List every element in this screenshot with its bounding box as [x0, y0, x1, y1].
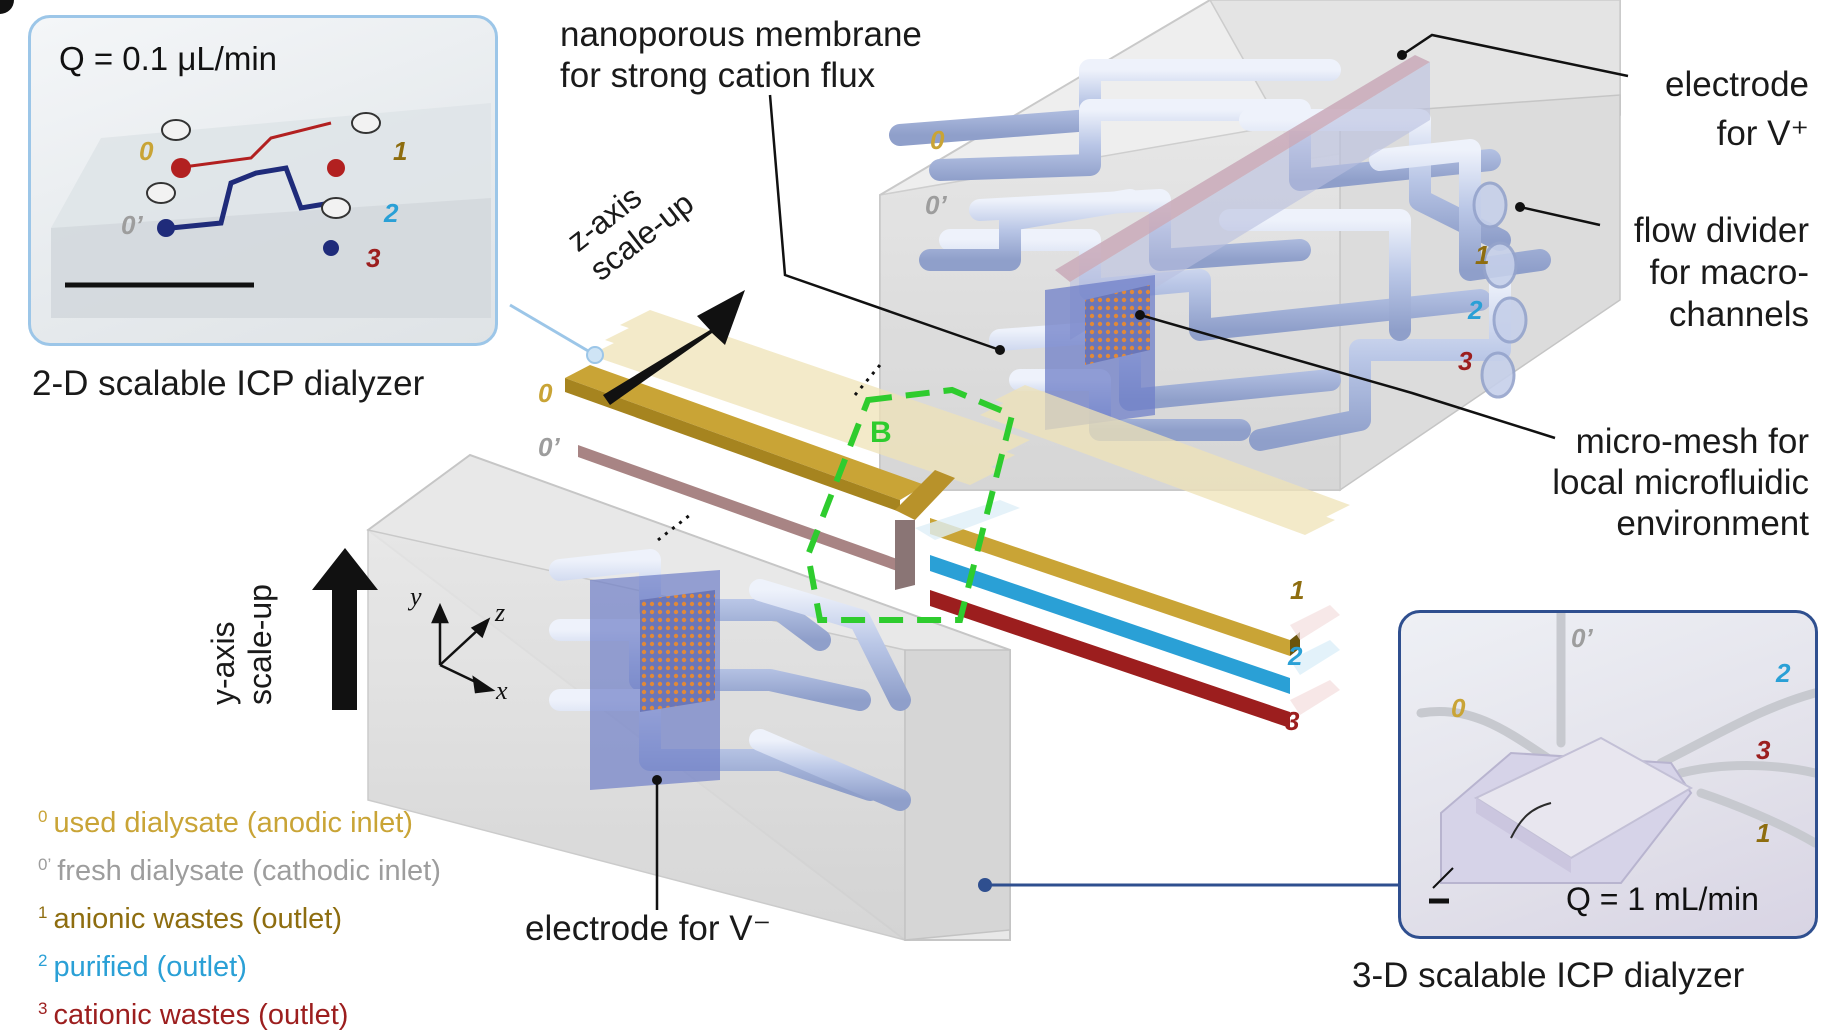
port-label-0p: 0’ — [121, 210, 143, 240]
bottom-block-micro-mesh — [640, 590, 715, 712]
stack-num-2: 2 — [1288, 641, 1303, 671]
connector-line-2d — [509, 303, 596, 357]
port-label-3-3d: 3 — [1756, 735, 1771, 765]
detail-box-b — [804, 386, 1016, 623]
top-block-num-2: 2 — [1468, 295, 1483, 325]
legend-id-1: 1 — [38, 903, 48, 922]
label-micro-mesh-line2: local microfluidic — [1552, 463, 1809, 502]
stack-top-ribbons — [590, 310, 1350, 535]
top-block-num-0: 0 — [930, 125, 945, 155]
label-electrode-plus-line2: for V⁺ — [1716, 114, 1809, 153]
flow-rate-3d: Q = 1 mL/min — [1566, 881, 1759, 917]
legend-item-0: 0 used dialysate (anodic inlet) — [38, 796, 441, 844]
label-y-axis-line1: y-axis — [205, 621, 241, 705]
label-electrode-minus: electrode for V⁻ — [525, 909, 772, 948]
port-label-0: 0 — [139, 136, 154, 166]
legend-item-2: 2 purified (outlet) — [38, 940, 441, 988]
legend-item-0p: 0’ fresh dialysate (cathodic inlet) — [38, 844, 441, 892]
port-label-0-3d: 0 — [1451, 693, 1466, 723]
top-block-num-1: 1 — [1475, 240, 1490, 270]
channel-2 — [930, 555, 1290, 694]
connector-dot-2d — [586, 346, 604, 364]
panel-3d-photo: 0’ 2 0 3 1 Q = 1 mL/min — [1398, 610, 1818, 939]
legend-text-3: cationic wastes (outlet) — [53, 999, 349, 1031]
legend-id-0: 0 — [38, 807, 48, 826]
label-micro-mesh-line3: environment — [1616, 504, 1809, 543]
top-block-num-3: 3 — [1458, 346, 1473, 376]
label-flow-divider-line2: for macro- — [1649, 253, 1809, 292]
leader-dots — [652, 50, 1525, 785]
stack-num-0p: 0’ — [538, 432, 560, 462]
panel-corner-marker — [0, 0, 14, 14]
legend-id-3: 3 — [38, 999, 48, 1018]
port-label-1: 1 — [393, 136, 408, 166]
legend-item-3: 3 cationic wastes (outlet) — [38, 988, 441, 1036]
label-detail-b: B — [870, 416, 892, 449]
channel-0-front — [565, 365, 925, 500]
port-label-1-3d: 1 — [1756, 818, 1771, 848]
label-flow-divider-line1: flow divider — [1633, 211, 1809, 250]
caption-2d: 2-D scalable ICP dialyzer — [32, 364, 425, 403]
bottom-block — [366, 453, 1011, 941]
top-block-membrane-strip — [1055, 55, 1430, 282]
ellipsis-marks — [657, 364, 882, 542]
channel-0p — [578, 445, 900, 572]
axis-label-x: x — [496, 676, 508, 705]
label-electrode-plus-line1: electrode — [1665, 65, 1809, 104]
port-label-3: 3 — [366, 243, 381, 273]
chip-2d-illustration — [51, 103, 491, 318]
legend: 0 used dialysate (anodic inlet) 0’ fresh d… — [38, 796, 441, 1036]
legend-text-0: used dialysate (anodic inlet) — [53, 807, 413, 839]
stack-num-3: 3 — [1285, 706, 1300, 736]
y-axis-arrow — [312, 548, 378, 710]
legend-id-0p: 0’ — [38, 855, 52, 874]
legend-text-1: anionic wastes (outlet) — [53, 903, 342, 935]
chip-3d-illustration — [1416, 613, 1815, 904]
port-label-0p-3d: 0’ — [1571, 623, 1593, 653]
legend-item-1: 1 anionic wastes (outlet) — [38, 892, 441, 940]
channel-1 — [930, 518, 1290, 656]
stack-num-1: 1 — [1290, 575, 1305, 605]
label-membrane-line2: for strong cation flux — [560, 56, 876, 95]
legend-text-0p: fresh dialysate (cathodic inlet) — [57, 855, 441, 887]
axis-label-y: y — [410, 582, 422, 611]
channel-3 — [930, 590, 1290, 728]
legend-text-2: purified (outlet) — [53, 951, 247, 983]
top-block-num-0p: 0’ — [925, 190, 947, 220]
legend-id-2: 2 — [38, 951, 48, 970]
port-label-2: 2 — [384, 198, 399, 228]
caption-3d: 3-D scalable ICP dialyzer — [1352, 956, 1745, 995]
z-axis-arrow — [603, 290, 745, 405]
port-label-2-3d: 2 — [1776, 658, 1791, 688]
flow-rate-2d: Q = 0.1 μL/min — [59, 40, 278, 77]
stack-num-0: 0 — [538, 378, 553, 408]
coordinate-axes — [431, 602, 496, 694]
label-flow-divider-line3: channels — [1668, 295, 1809, 334]
label-y-axis: y-axis scale-up — [205, 584, 279, 705]
label-y-axis-line2: scale-up — [242, 584, 278, 705]
top-block-ports — [1472, 181, 1528, 399]
label-micro-mesh-line1: micro-mesh for — [1575, 422, 1809, 461]
panel-2d-photo: Q = 0.1 μL/min 0 1 0’ 2 3 — [28, 15, 498, 346]
channel-stack — [565, 310, 1350, 728]
label-membrane-line1: nanoporous membrane — [560, 15, 922, 54]
axis-label-z: z — [495, 598, 506, 627]
top-block-micro-mesh — [1085, 285, 1150, 365]
